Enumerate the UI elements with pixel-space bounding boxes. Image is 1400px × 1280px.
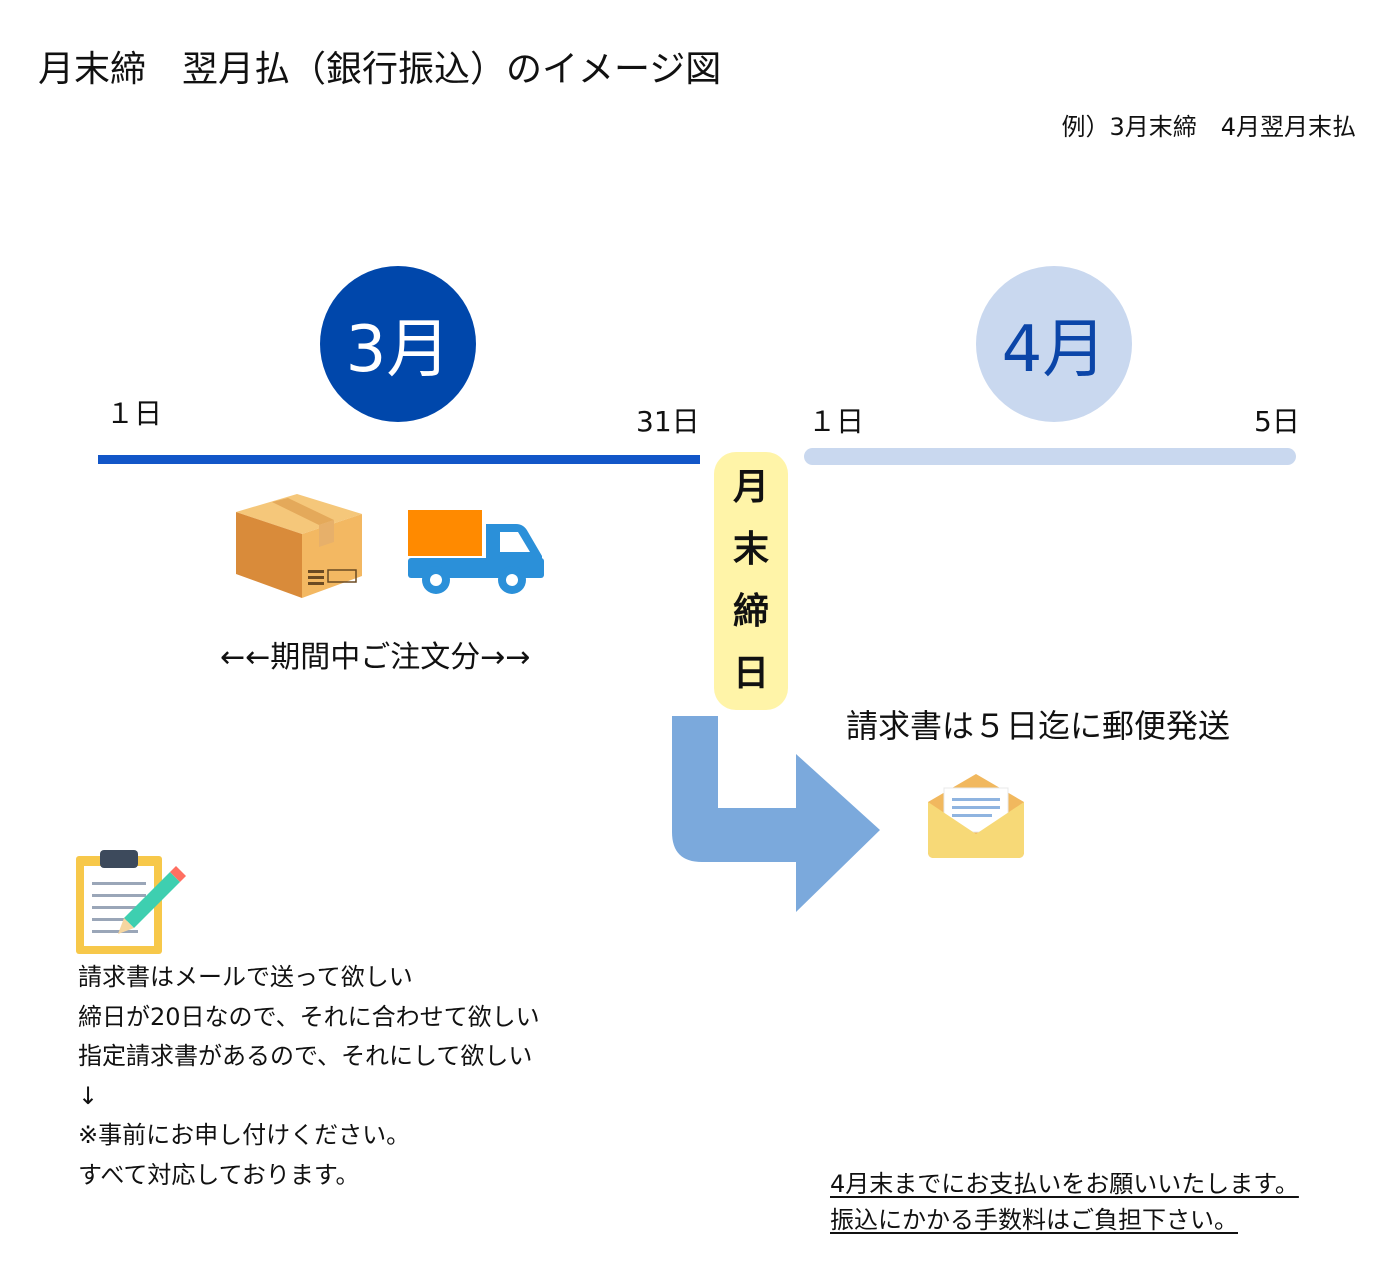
closing-day-char: 締 [732, 591, 769, 632]
march-start-day: １日 [106, 397, 163, 430]
payment-note: 4月末までにお支払いをお願いいたします。 振込にかかる手数料はご負担下さい。 [830, 1166, 1299, 1238]
clipboard-icon [76, 850, 186, 954]
april-timeline-bar [804, 448, 1296, 465]
delivery-truck-icon [408, 510, 544, 594]
note-line: 請求書はメールで送って欲しい [78, 963, 413, 991]
march-circle: 3月 [320, 266, 476, 422]
april-label: 4月 [1001, 313, 1107, 387]
march-end-day: 31日 [636, 405, 700, 438]
diagram-title: 月末締 翌月払（銀行振込）のイメージ図 [38, 49, 722, 90]
april-end-day: 5日 [1254, 405, 1300, 438]
note-line: ※事前にお申し付けください。 [78, 1121, 411, 1150]
closing-day-char: 月 [732, 467, 769, 508]
payment-line: 振込にかかる手数料はご負担下さい。 [830, 1206, 1238, 1234]
order-period-label: ←←期間中ご注文分→→ [220, 640, 531, 675]
closing-day-char: 末 [732, 529, 769, 570]
example-note: 例）3月末締 4月翌月末払 [1061, 113, 1356, 141]
closing-day-char: 日 [732, 653, 769, 694]
note-line: 指定請求書があるので、それにして欲しい [78, 1042, 533, 1071]
march-timeline-bar [98, 455, 700, 464]
april-start-day: １日 [808, 405, 865, 438]
note-line: 締日が20日なので、それに合わせて欲しい [78, 1002, 540, 1031]
bent-arrow-icon [672, 716, 880, 912]
closing-day-pill: 月 末 締 日 [714, 452, 788, 710]
package-box-icon [236, 494, 362, 598]
envelope-icon [928, 774, 1024, 858]
payment-line: 4月末までにお支払いをお願いいたします。 [830, 1170, 1299, 1198]
april-circle: 4月 [976, 266, 1132, 422]
march-label: 3月 [345, 313, 451, 387]
invoice-mail-label: 請求書は５日迄に郵便発送 [846, 707, 1231, 745]
note-line: すべて対応しております。 [78, 1160, 360, 1189]
note-arrow: ↓ [78, 1081, 99, 1110]
notes-block: 請求書はメールで送って欲しい 締日が20日なので、それに合わせて欲しい 指定請求… [78, 958, 540, 1196]
